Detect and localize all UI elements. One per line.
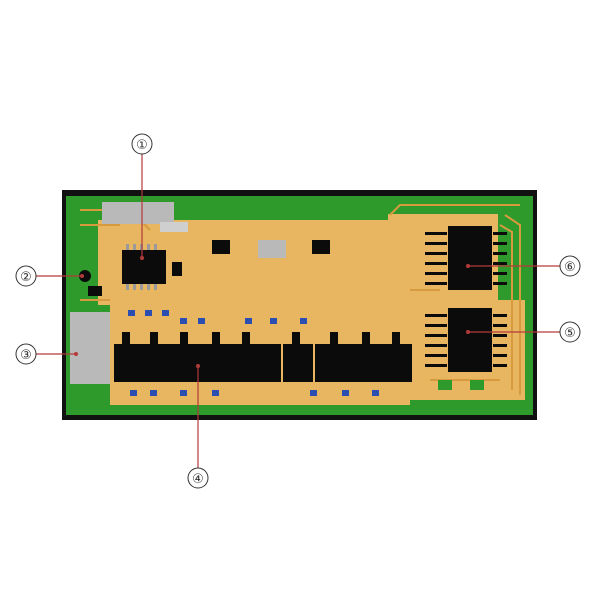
sot-components — [172, 240, 330, 276]
top-connector-pad — [160, 222, 188, 232]
component-2-pad — [88, 286, 102, 296]
callout-6: ⑥ — [559, 255, 581, 277]
callout-3: ③ — [15, 343, 37, 365]
smd-row-top — [128, 310, 307, 324]
mosfet-tabs — [122, 332, 400, 344]
top-connector — [102, 202, 174, 224]
ic-5 — [448, 308, 492, 372]
leader-dots — [74, 256, 470, 368]
callout-4-label: ④ — [192, 472, 204, 487]
ic-6-pins — [425, 232, 507, 285]
pads-bottom-right — [438, 380, 484, 390]
callout-5-label: ⑤ — [564, 326, 576, 341]
ic-6 — [448, 226, 492, 290]
component-2 — [79, 270, 91, 282]
leader-lines — [36, 152, 560, 468]
ic-5-pins — [425, 314, 507, 367]
callout-6-label: ⑥ — [564, 260, 576, 275]
connector-3 — [70, 312, 110, 384]
callout-2-label: ② — [20, 270, 32, 285]
callout-4: ④ — [187, 467, 209, 489]
smd-row-bottom — [130, 390, 379, 396]
callout-1: ① — [131, 133, 153, 155]
callout-3-label: ③ — [20, 348, 32, 363]
mosfet-array-4 — [114, 344, 412, 382]
callout-5: ⑤ — [559, 321, 581, 343]
callout-1-label: ① — [136, 138, 148, 153]
ic-1-mcu — [122, 250, 166, 284]
callout-2: ② — [15, 265, 37, 287]
